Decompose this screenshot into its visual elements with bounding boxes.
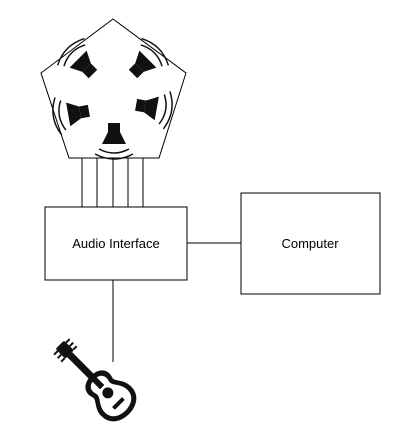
speaker-array-enclosure [40,18,187,159]
speaker-icon [56,37,98,79]
speaker-icon [52,97,90,136]
audio-interface-node: Audio Interface [44,206,188,281]
speaker-icon [94,123,134,160]
computer-label: Computer [281,236,339,251]
speaker-cables [81,158,144,207]
speaker-icon [128,37,170,79]
audio-interface-label: Audio Interface [72,236,159,251]
computer-box [240,192,381,295]
computer-node: Computer [240,192,381,295]
speaker-icon [135,91,173,130]
speaker-array [40,18,187,160]
acoustic-guitar-icon [53,338,137,422]
audio-interface-box [44,206,188,281]
